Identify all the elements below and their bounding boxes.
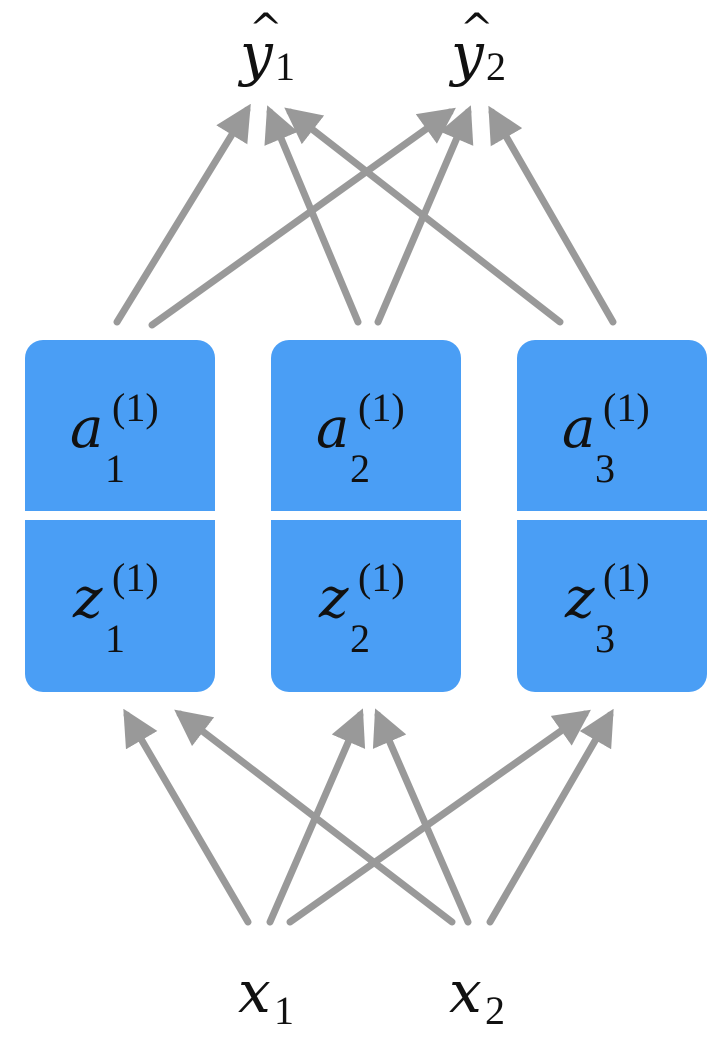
preactivation-superscript: (1) [603,555,650,600]
output-symbol: y [237,20,274,88]
activation-superscript: (1) [112,385,159,430]
preactivation-label: z [564,566,595,631]
arrow-h3-to-y2 [488,105,617,326]
preactivation-label: z [318,566,349,631]
arrow-x2-to-h2 [372,708,472,926]
preactivation-superscript: (1) [112,555,159,600]
input-subscript: 1 [274,988,294,1033]
input-x2: x 2 [449,958,505,1033]
activation-subscript: 1 [105,446,125,491]
arrow-h1-to-y1 [113,103,251,326]
arrow-x1-to-h1 [123,708,252,926]
hidden-unit-3: a 3 (1) z 3 (1) [517,340,707,692]
preactivation-label: z [72,566,103,631]
activation-label: a [562,396,595,461]
hat-accent: ^ [249,6,283,52]
input-symbol: x [449,958,482,1026]
input-to-hidden-arrows [123,708,614,926]
preactivation-subscript: 3 [595,616,615,661]
output-symbol: y [448,20,485,88]
node-divider [25,511,215,520]
arrow-h1-to-y2 [148,107,456,329]
preactivation-subscript: 2 [350,616,370,661]
arrow-h3-to-y1 [284,107,564,326]
arrow-x2-to-h3 [486,708,614,926]
activation-superscript: (1) [358,385,405,430]
activation-superscript: (1) [603,385,650,430]
node-divider [517,511,707,520]
output-y1: y ^ 1 [237,6,295,89]
node-divider [271,511,461,520]
preactivation-subscript: 1 [105,616,125,661]
input-subscript: 2 [485,988,505,1033]
arrow-x1-to-h3 [286,709,591,926]
preactivation-superscript: (1) [358,555,405,600]
activation-subscript: 2 [350,446,370,491]
arrow-h2-to-y1 [264,105,362,326]
activation-label: a [70,396,103,461]
hidden-to-output-arrows [113,103,617,329]
output-subscript: 2 [486,44,506,89]
input-layer: x 1 x 2 [238,958,505,1033]
hat-accent: ^ [460,6,494,52]
output-y2: y ^ 2 [448,6,506,89]
output-layer: y ^ 1 y ^ 2 [237,6,506,89]
input-symbol: x [238,958,271,1026]
hidden-unit-1: a 1 (1) z 1 (1) [25,340,215,692]
arrow-x2-to-h1 [174,709,456,926]
activation-subscript: 3 [595,446,615,491]
hidden-unit-2: a 2 (1) z 2 (1) [271,340,461,692]
output-subscript: 1 [275,44,295,89]
activation-label: a [316,396,349,461]
input-x1: x 1 [238,958,294,1033]
hidden-layer: a 1 (1) z 1 (1) a 2 (1) z 2 (1) [25,340,707,692]
